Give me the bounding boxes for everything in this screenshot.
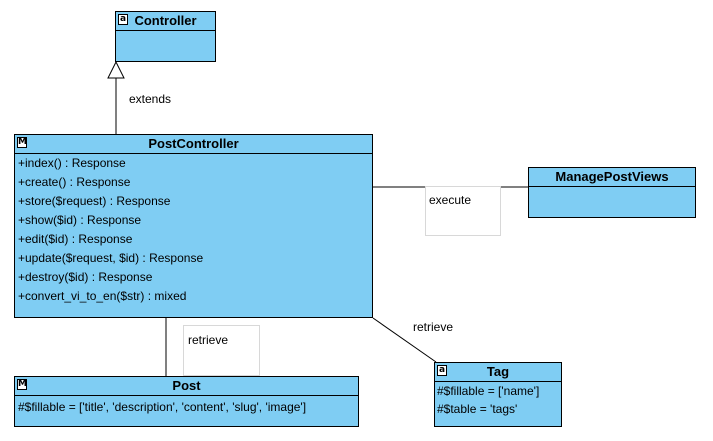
- post-attributes: #$fillable = ['title', 'description', 'c…: [15, 396, 358, 417]
- operation-store: +store($request) : Response: [18, 194, 171, 208]
- manage-post-views-class-name: ManagePostViews: [555, 169, 669, 184]
- abstract-class-icon: a: [437, 365, 447, 376]
- execute-label: execute: [429, 193, 472, 207]
- operation-index: +index() : Response: [18, 156, 126, 170]
- tag-class-name: Tag: [486, 364, 510, 379]
- post-class-name: Post: [172, 378, 201, 393]
- operation-create: +create() : Response: [18, 175, 131, 189]
- controller-class-header: a Controller: [116, 12, 215, 31]
- retrieve-post-label: retrieve: [188, 333, 229, 347]
- post-controller-operations: +index() : Response +create() : Response…: [15, 154, 372, 306]
- operation-show: +show($id) : Response: [18, 213, 142, 227]
- class-icon: M: [17, 137, 27, 148]
- retrieve-tag-label: retrieve: [413, 320, 454, 334]
- post-class[interactable]: M Post #$fillable = ['title', 'descripti…: [14, 376, 359, 427]
- manage-post-views-class-header: ManagePostViews: [529, 168, 695, 187]
- post-controller-class-name: PostController: [148, 136, 239, 151]
- post-class-header: M Post: [15, 377, 358, 396]
- attribute-table: #$table = 'tags': [437, 402, 518, 416]
- abstract-class-icon: a: [118, 14, 128, 25]
- extends-label: extends: [129, 92, 172, 106]
- controller-class[interactable]: a Controller: [115, 11, 216, 62]
- manage-post-views-class[interactable]: ManagePostViews: [528, 167, 696, 218]
- generalization-arrowhead: [107, 60, 125, 79]
- operation-destroy: +destroy($id) : Response: [18, 270, 153, 284]
- retrieve-tag-line: [372, 317, 437, 363]
- attribute-fillable: #$fillable = ['title', 'description', 'c…: [18, 400, 307, 414]
- retrieve-post-label-box: [183, 325, 260, 376]
- operation-update: +update($request, $id) : Response: [18, 251, 204, 265]
- operation-edit: +edit($id) : Response: [18, 232, 133, 246]
- class-icon: M: [17, 379, 27, 390]
- tag-attributes: #$fillable = ['name'] #$table = 'tags': [435, 382, 561, 418]
- post-controller-class-header: M PostController: [15, 135, 372, 154]
- tag-class[interactable]: a Tag #$fillable = ['name'] #$table = 't…: [434, 362, 562, 427]
- controller-class-name: Controller: [134, 13, 197, 28]
- operation-convert-vi-to-en: +convert_vi_to_en($str) : mixed: [18, 289, 187, 303]
- attribute-fillable: #$fillable = ['name']: [437, 384, 540, 398]
- execute-label-box: [425, 186, 501, 236]
- tag-class-header: a Tag: [435, 363, 561, 382]
- post-controller-class[interactable]: M PostController +index() : Response +cr…: [14, 134, 373, 318]
